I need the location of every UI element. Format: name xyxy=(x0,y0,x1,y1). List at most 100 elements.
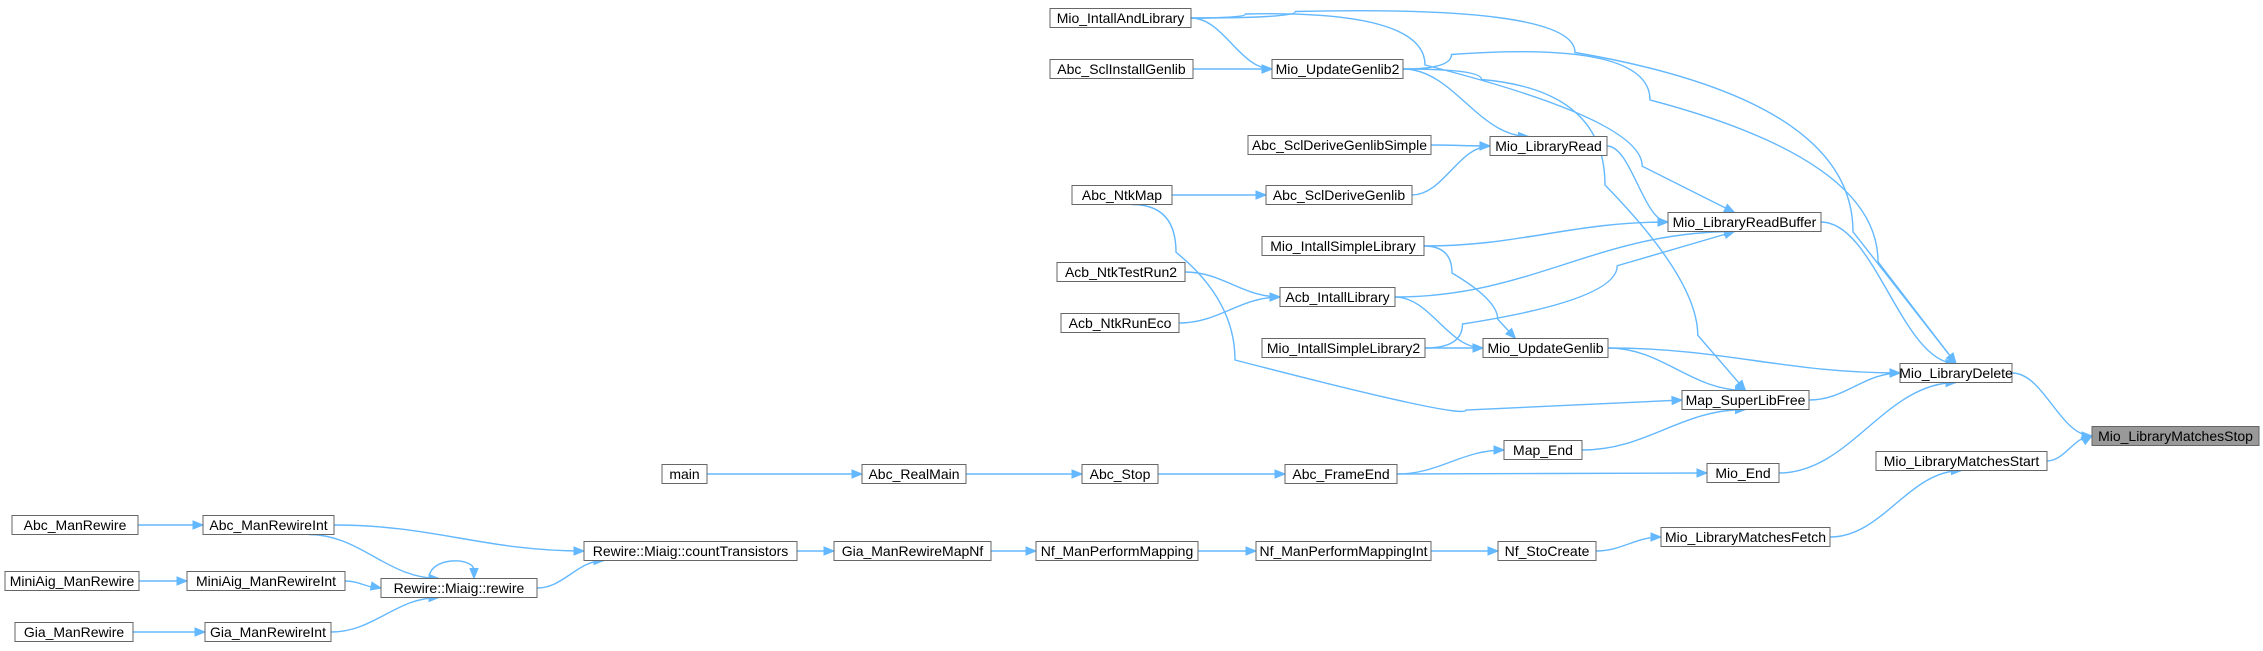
edge-nfStoCreate-to-matchesFetch xyxy=(1595,532,1663,552)
node-sclInstallGenlib[interactable]: Abc_SclInstallGenlib xyxy=(1049,59,1194,79)
node-label: main xyxy=(669,466,699,482)
edge-arrowhead xyxy=(1261,64,1274,74)
node-sclDeriveGenlib[interactable]: Abc_SclDeriveGenlib xyxy=(1265,185,1413,205)
edge-updateGenlib-to-libDelete xyxy=(1607,347,1902,378)
node-label: Mio_IntallSimpleLibrary xyxy=(1270,238,1416,254)
node-giaRewireInt[interactable]: Gia_ManRewireInt xyxy=(204,622,332,642)
edge-line xyxy=(1190,13,1735,214)
node-updateGenlib2[interactable]: Mio_UpdateGenlib2 xyxy=(1271,59,1404,79)
node-intallAndLibrary[interactable]: Mio_IntallAndLibrary xyxy=(1049,8,1192,28)
node-nfPerformMappingInt[interactable]: Nf_ManPerformMappingInt xyxy=(1255,541,1432,561)
node-matchesFetch[interactable]: Mio_LibraryMatchesFetch xyxy=(1660,527,1831,547)
edge-ntkMap-to-superLibFree xyxy=(1131,203,1684,413)
edge-arrowhead xyxy=(851,469,864,479)
node-label: Mio_IntallAndLibrary xyxy=(1057,10,1185,26)
node-nfStoCreate[interactable]: Nf_StoCreate xyxy=(1497,541,1597,561)
node-label: Nf_ManPerformMapping xyxy=(1041,543,1194,559)
node-box xyxy=(1489,136,1608,156)
node-label: MiniAig_ManRewire xyxy=(10,573,135,589)
node-abcManRewire[interactable]: Abc_ManRewire xyxy=(11,515,139,535)
node-box xyxy=(1261,236,1425,256)
node-label: Abc_RealMain xyxy=(868,466,959,482)
edge-abcStop-to-frameEnd xyxy=(1158,469,1287,479)
node-superLibFree[interactable]: Map_SuperLibFree xyxy=(1681,390,1810,410)
edge-miniAigRewire-to-miniAigRewireInt xyxy=(139,576,189,586)
edge-arrowhead xyxy=(1696,468,1709,478)
edge-countTransistors-to-giaRewireMapNf xyxy=(797,546,836,556)
node-frameEnd[interactable]: Abc_FrameEnd xyxy=(1284,464,1398,484)
edge-abcManRewireInt-to-countTransistors xyxy=(333,524,586,556)
edge-arrowhead xyxy=(1472,343,1485,353)
edge-line xyxy=(1184,271,1281,298)
node-box xyxy=(14,622,134,642)
node-box xyxy=(380,578,538,598)
edge-ntkTestRun2-to-acbIntallLibrary xyxy=(1184,271,1282,302)
edge-line xyxy=(1820,221,1957,365)
node-box xyxy=(1667,212,1822,232)
node-box xyxy=(186,571,346,591)
node-box xyxy=(1681,390,1810,410)
node-abcManRewireInt[interactable]: Abc_ManRewireInt xyxy=(202,515,335,535)
edge-updateGenlib2-to-libraryRead xyxy=(1402,68,1530,142)
edge-libDelete-to-matchesStop xyxy=(2011,372,2094,441)
edge-arrowhead xyxy=(1255,190,1268,200)
node-box xyxy=(1049,8,1192,28)
node-libraryRead[interactable]: Mio_LibraryRead xyxy=(1489,136,1608,156)
edge-updateGenlib2-to-libDelete xyxy=(1402,50,1957,365)
edge-arrowhead xyxy=(194,627,207,637)
edge-line xyxy=(1396,449,1505,475)
node-label: Mio_LibraryReadBuffer xyxy=(1673,214,1817,230)
edge-nfPerformMappingInt-to-nfStoCreate xyxy=(1431,546,1500,556)
edge-miniAigRewireInt-to-miaigRewire xyxy=(344,580,383,591)
node-countTransistors[interactable]: Rewire::Miaig::countTransistors xyxy=(583,541,798,561)
node-acbIntallLibrary[interactable]: Acb_IntallLibrary xyxy=(1279,287,1396,307)
node-box xyxy=(11,515,139,535)
edge-arrowhead xyxy=(1487,546,1500,556)
edge-arrowhead xyxy=(573,546,586,556)
edge-arrowhead xyxy=(192,520,205,530)
node-box xyxy=(2091,426,2260,446)
node-label: Mio_End xyxy=(1715,465,1770,481)
node-label: Abc_Stop xyxy=(1090,466,1151,482)
node-miniAigRewire[interactable]: MiniAig_ManRewire xyxy=(4,571,140,591)
node-box xyxy=(1271,59,1404,79)
edge-line xyxy=(1607,347,1746,392)
node-giaRewire[interactable]: Gia_ManRewire xyxy=(14,622,134,642)
node-ntkRunEco[interactable]: Acb_NtkRunEco xyxy=(1060,313,1180,333)
node-matchesStop[interactable]: Mio_LibraryMatchesStop xyxy=(2091,426,2260,446)
node-abcStop[interactable]: Abc_Stop xyxy=(1081,464,1159,484)
node-box xyxy=(1503,440,1583,460)
node-label: Nf_ManPerformMappingInt xyxy=(1259,543,1427,559)
edge-arrowhead xyxy=(1025,546,1038,556)
edge-arrowhead xyxy=(2080,435,2094,446)
node-updateGenlib[interactable]: Mio_UpdateGenlib xyxy=(1482,338,1609,358)
node-box xyxy=(1035,541,1199,561)
node-miniAigRewireInt[interactable]: MiniAig_ManRewireInt xyxy=(186,571,346,591)
edge-line xyxy=(1394,230,1735,298)
node-readBuffer[interactable]: Mio_LibraryReadBuffer xyxy=(1667,212,1822,232)
node-giaRewireMapNf[interactable]: Gia_ManRewireMapNf xyxy=(833,541,992,561)
node-miaigRewire[interactable]: Rewire::Miaig::rewire xyxy=(380,578,538,598)
node-ntkMap[interactable]: Abc_NtkMap xyxy=(1071,185,1173,205)
node-realMain[interactable]: Abc_RealMain xyxy=(861,464,967,484)
edge-arrowhead xyxy=(1735,379,1747,392)
node-nfPerformMapping[interactable]: Nf_ManPerformMapping xyxy=(1035,541,1199,561)
node-mapEnd[interactable]: Map_End xyxy=(1503,440,1583,460)
node-main[interactable]: main xyxy=(661,464,708,484)
node-box xyxy=(1497,541,1597,561)
edge-line xyxy=(1178,296,1281,324)
edge-line xyxy=(1808,372,1901,401)
node-label: Abc_SclDeriveGenlibSimple xyxy=(1252,137,1427,153)
node-label: Abc_ManRewireInt xyxy=(209,517,327,533)
node-libDelete[interactable]: Mio_LibraryDelete xyxy=(1899,363,2013,383)
node-sclDeriveGenlibSimple[interactable]: Abc_SclDeriveGenlibSimple xyxy=(1247,135,1432,155)
node-ntkTestRun2[interactable]: Acb_NtkTestRun2 xyxy=(1056,262,1186,282)
node-intallSimpleLibrary2[interactable]: Mio_IntallSimpleLibrary2 xyxy=(1261,338,1426,358)
node-matchesStart[interactable]: Mio_LibraryMatchesStart xyxy=(1875,451,2048,471)
node-intallSimpleLibrary[interactable]: Mio_IntallSimpleLibrary xyxy=(1261,236,1425,256)
node-mioEnd[interactable]: Mio_End xyxy=(1706,463,1780,483)
node-label: Mio_UpdateGenlib2 xyxy=(1276,61,1400,77)
node-box xyxy=(1899,363,2013,383)
edge-mapEnd-to-superLibFree xyxy=(1581,404,1747,451)
